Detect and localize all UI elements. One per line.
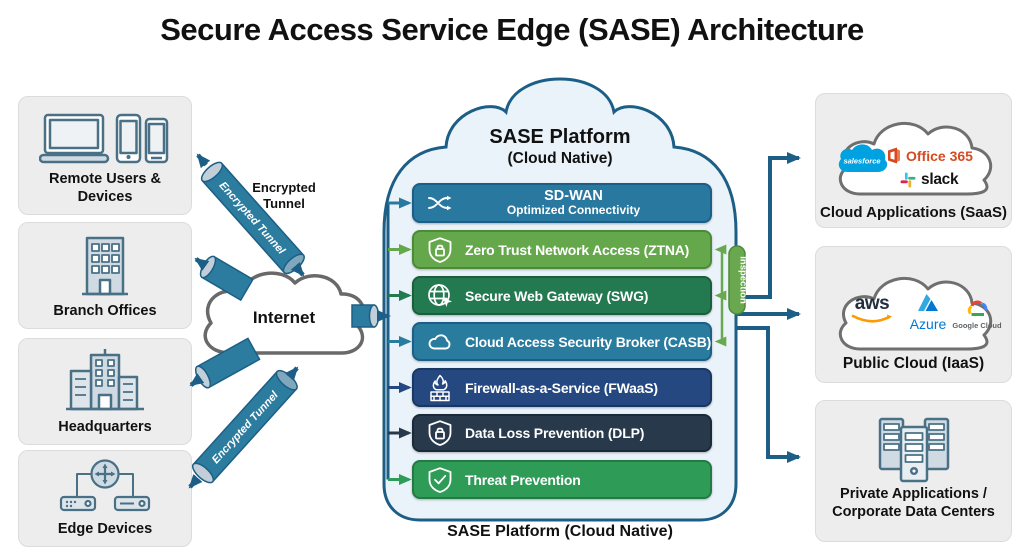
source-box-remote-users: Remote Users & Devices (18, 96, 192, 215)
destination-label: Cloud Applications (SaaS) (820, 204, 1007, 221)
tunnel-arrow-to-headquarters (189, 373, 205, 387)
google-cloud-logo: Google Cloud (952, 297, 1002, 330)
platform-caption: SASE Platform (Cloud Native) (447, 523, 673, 540)
globe-cursor-icon (428, 283, 452, 307)
aws-logo: aws (844, 294, 900, 331)
destination-box-public-cloud: aws Azure Google Cloud Public Cloud (Iaa… (815, 246, 1012, 383)
service-bar-casb: Cloud Access Security Broker (CASB) (412, 322, 712, 361)
cloud-icon (428, 333, 451, 349)
encrypted-tunnel-branch (199, 255, 254, 302)
office-365-logo: Office 365 (886, 147, 973, 164)
iaas-cloud-shape (838, 277, 993, 351)
shield-lock-icon (428, 236, 452, 263)
tunnel-arrow-to-remote-users (196, 153, 211, 169)
source-box-edge-devices: Edge Devices (18, 450, 192, 547)
encrypted-tunnel-headquarters (194, 337, 261, 389)
service-bar-threat-prevention: Threat Prevention (412, 460, 712, 499)
azure-icon (918, 294, 938, 311)
tunnel-arrow-to-branch (194, 257, 210, 271)
platform-title: SASE Platform (489, 126, 631, 148)
source-label: Branch Offices (53, 302, 157, 319)
service-bar-dlp: Data Loss Prevention (DLP) (412, 414, 712, 452)
inspection-pill (728, 245, 746, 315)
destination-label: Private Applications / Corporate Data Ce… (832, 486, 995, 520)
service-bar-fwaas: Firewall-as-a-Service (FWaaS) (412, 368, 712, 407)
platform-subtitle: (Cloud Native) (507, 150, 613, 167)
headquarters-buildings-icon (66, 349, 144, 411)
platform-to-destinations-connectors (736, 152, 801, 463)
source-label: Edge Devices (57, 520, 153, 537)
office-building-icon (82, 236, 128, 296)
source-box-headquarters: Headquarters (18, 338, 192, 445)
shield-check-icon (428, 466, 452, 493)
connector-to-saas (736, 152, 801, 299)
source-box-branch-offices: Branch Offices (18, 222, 192, 329)
azure-logo: Azure (906, 293, 950, 332)
service-bar-ztna: Zero Trust Network Access (ZTNA) (412, 230, 712, 269)
google-cloud-icon (967, 300, 988, 316)
edge-router-devices-icon (59, 459, 151, 512)
laptop-and-phones-icon (39, 113, 169, 164)
data-center-servers-icon (878, 417, 949, 483)
slack-logo: slack (900, 171, 959, 189)
svg-text:salesforce: salesforce (843, 157, 880, 166)
aws-smile-icon (851, 314, 892, 323)
inspection-connector: Inspection (714, 244, 749, 347)
internet-label: Internet (252, 308, 316, 327)
platform-distribution (377, 197, 412, 485)
firewall-flame-icon (430, 374, 450, 401)
encrypted-tunnel-remote-users: Encrypted Tunnel (200, 161, 305, 275)
encrypted-tunnel-edge-devices: Encrypted Tunnel (191, 369, 298, 484)
tunnel-arrow-into-internet-top (290, 261, 305, 277)
inspection-label: Inspection (738, 256, 749, 304)
source-label: Remote Users & Devices (48, 171, 161, 205)
destination-label: Public Cloud (IaaS) (842, 355, 985, 373)
destination-box-private-applications: Private Applications / Corporate Data Ce… (815, 400, 1012, 542)
office-icon (888, 147, 900, 164)
source-label: Headquarters (58, 418, 152, 435)
service-bar-swg: Secure Web Gateway (SWG) (412, 276, 712, 315)
slack-icon (900, 172, 916, 188)
shield-lock-icon (428, 420, 452, 446)
service-label-group: SD-WAN Optimized Connectivity (506, 187, 641, 218)
encrypted-tunnel-callout: Encrypted Tunnel (252, 180, 316, 212)
service-bar-sd-wan: SD-WAN Optimized Connectivity (412, 183, 712, 223)
salesforce-logo: salesforce (834, 142, 890, 178)
destination-box-cloud-applications: salesforce Office 365 slack Cloud Applic… (815, 93, 1012, 228)
tunnel-text-lower: Encrypted Tunnel (210, 389, 282, 467)
page-title: Secure Access Service Edge (SASE) Archit… (160, 12, 864, 47)
encrypted-tunnel-to-platform (351, 304, 380, 328)
sd-wan-shuffle-icon (428, 195, 452, 211)
connector-to-private-apps (736, 326, 801, 463)
tunnel-arrow-into-internet-bottom (284, 366, 299, 382)
